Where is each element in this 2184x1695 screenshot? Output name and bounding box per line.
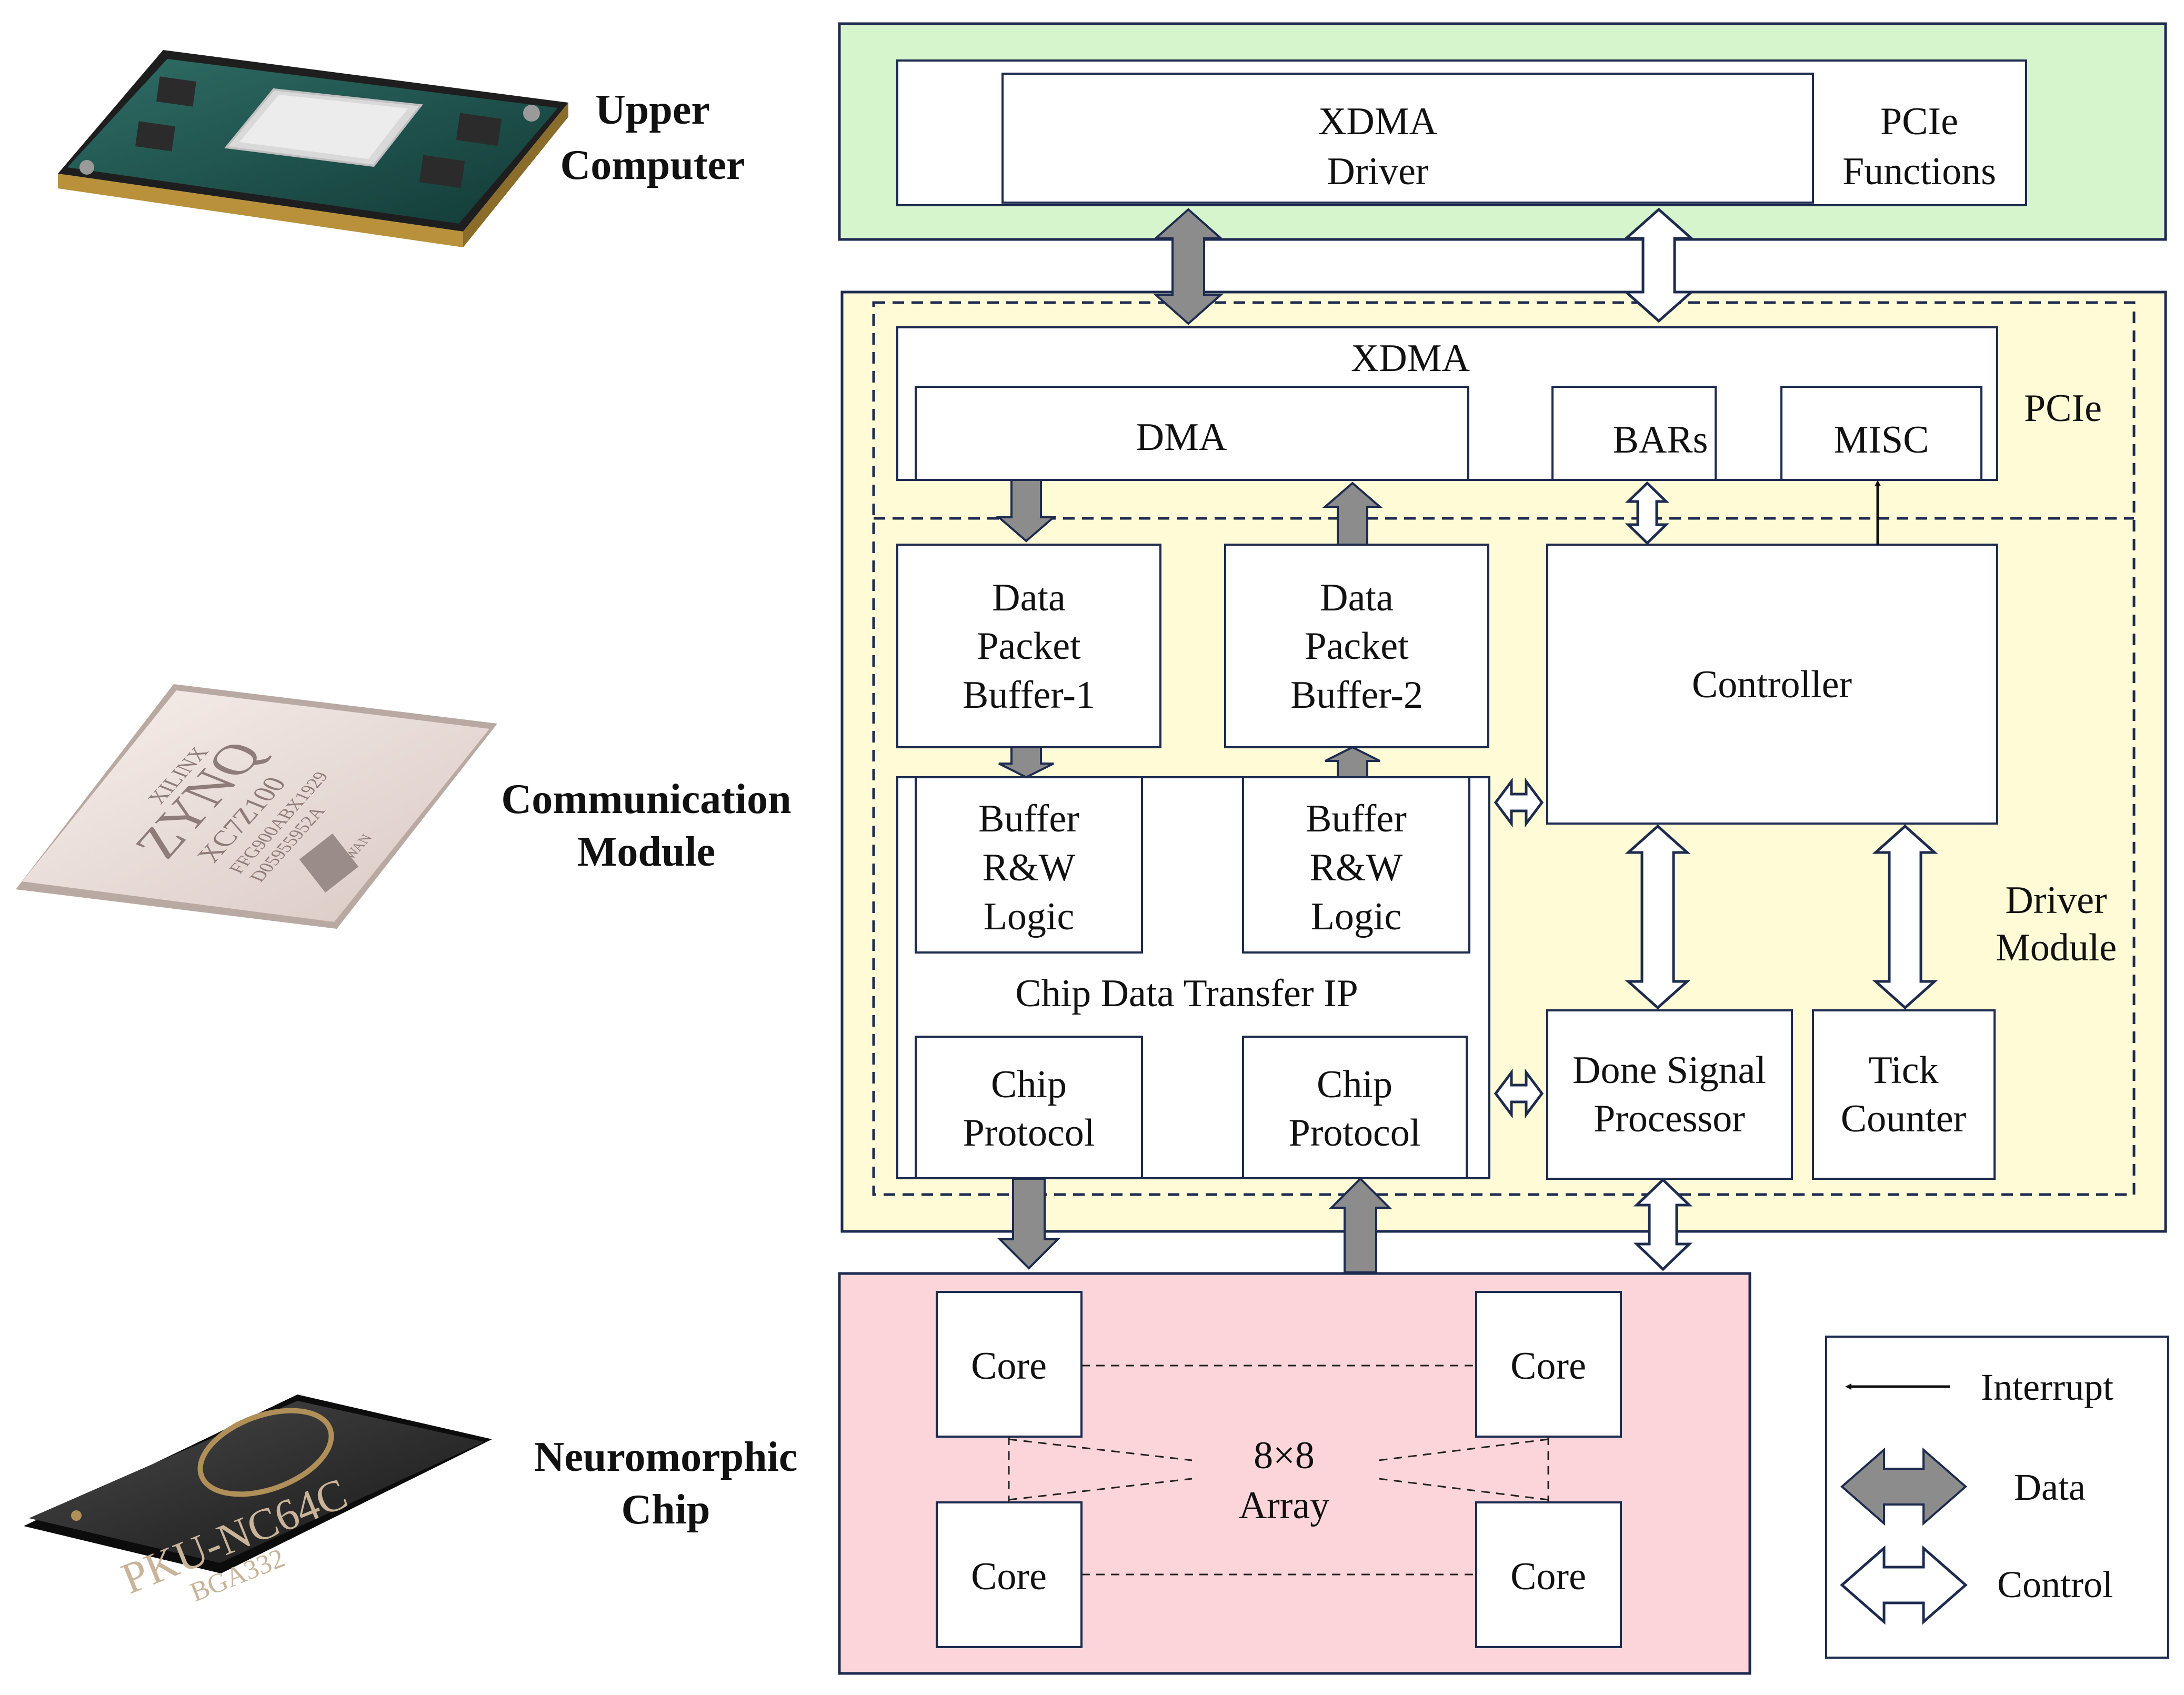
core-array-dashed-links <box>1008 1365 1549 1576</box>
misc-label: MISC <box>1834 418 1929 462</box>
buffer2-to-dma-data-arrow <box>1322 482 1383 546</box>
array-label-line1: 8×8 <box>1254 1434 1315 1477</box>
done-signal-processor-box <box>1546 1009 1793 1180</box>
neuromorphic-chip-pku-image: PKU-NC64C BGA332 <box>24 1395 492 1608</box>
rwlogic-to-buffer2-data-arrow <box>1325 746 1380 778</box>
xdma-driver-label-line2: Driver <box>1327 150 1428 193</box>
rw-logic-right-line2: R&W <box>1310 846 1403 889</box>
rw-logic-right-line3: Logic <box>1311 895 1402 938</box>
driver-module-label-line2: Module <box>1996 926 2117 969</box>
dma-box <box>915 386 1469 481</box>
chip-protocol-left-box <box>915 1036 1143 1179</box>
communication-module-label-line1: Communication <box>501 776 791 823</box>
bars-label: BARs <box>1613 418 1708 462</box>
pcie-functions-label-line2: Functions <box>1842 150 1996 193</box>
core-bottom-right-box <box>1475 1501 1622 1648</box>
core-bottom-left-label: Core <box>971 1555 1047 1598</box>
done-signal-chip-control-arrow <box>1633 1178 1693 1271</box>
upper-computer-label-line2: Computer <box>560 142 745 188</box>
bars-controller-control-arrow <box>1625 481 1670 545</box>
core-bottom-right-label: Core <box>1510 1555 1586 1598</box>
core-top-right-box <box>1475 1291 1622 1438</box>
buffer1-label-line3: Buffer-1 <box>963 674 1095 717</box>
upper-computer-label-line1: Upper <box>595 87 710 133</box>
buffer2-label-line1: Data <box>1320 576 1394 619</box>
xdma-driver-box <box>1001 73 1814 204</box>
tick-counter-line2: Counter <box>1841 1097 1966 1140</box>
chip-protocol-right-line2: Protocol <box>1289 1111 1421 1155</box>
rw-logic-left-line3: Logic <box>984 895 1075 938</box>
core-top-left-label: Core <box>971 1345 1047 1388</box>
pcie-functions-control-arrow <box>1622 207 1695 323</box>
rw-logic-right-line1: Buffer <box>1306 797 1407 840</box>
chip-to-protocol-data-arrow <box>1329 1177 1392 1273</box>
legend-interrupt-label: Interrupt <box>1981 1366 2113 1408</box>
done-signal-line1: Done Signal <box>1572 1049 1766 1092</box>
xdma-label: XDMA <box>1351 337 1470 380</box>
chip-protocol-left-line1: Chip <box>991 1063 1067 1106</box>
neuromorphic-chip-label-line1: Neuromorphic <box>534 1434 798 1480</box>
legend-data-label: Data <box>2014 1466 2086 1508</box>
chip-protocol-left-line2: Protocol <box>963 1111 1095 1155</box>
upper-computer-board-image <box>58 50 568 247</box>
buffer1-to-rwlogic-data-arrow <box>998 746 1054 779</box>
communication-module-zynq-image: XILINX ZYNQ XC7Z100 FFG900ABX1929 D05955… <box>16 684 497 929</box>
rw-logic-left-line2: R&W <box>983 846 1076 889</box>
legend-control-arrow <box>1840 1545 1968 1625</box>
outer-dashed-boundary <box>872 301 2136 1196</box>
transfer-ip-done-signal-control-arrow <box>1494 1068 1544 1119</box>
pcie-section-label: PCIe <box>2024 387 2102 430</box>
neuromorphic-chip-label-line2: Chip <box>622 1487 710 1533</box>
xdma-driver-label-line1: XDMA <box>1318 100 1437 143</box>
xdma-driver-data-arrow <box>1153 208 1224 325</box>
legend-data-arrow <box>1840 1447 1968 1526</box>
driver-module-label-line1: Driver <box>2005 879 2107 922</box>
dma-label: DMA <box>1136 416 1227 459</box>
buffer1-label-line2: Packet <box>977 625 1081 668</box>
done-signal-line2: Processor <box>1594 1097 1745 1140</box>
protocol-to-chip-data-arrow <box>997 1178 1060 1270</box>
buffer2-label-line3: Buffer-2 <box>1290 674 1423 717</box>
rw-logic-left-line1: Buffer <box>978 797 1079 840</box>
controller-tick-counter-control-arrow <box>1872 824 1938 1010</box>
buffer-rw-logic-right-box <box>1242 776 1470 954</box>
pcie-functions-label-line1: PCIe <box>1880 100 1958 143</box>
buffer2-label-line2: Packet <box>1305 625 1409 668</box>
core-bottom-left-box <box>936 1501 1083 1648</box>
array-label-line2: Array <box>1239 1484 1330 1527</box>
tick-counter-line1: Tick <box>1868 1049 1938 1092</box>
tick-counter-box <box>1812 1009 1996 1180</box>
buffer1-label-line1: Data <box>992 576 1066 619</box>
chip-protocol-right-line1: Chip <box>1317 1063 1392 1106</box>
buffer-rw-logic-left-box <box>915 776 1143 954</box>
chip-data-transfer-ip-label: Chip Data Transfer IP <box>1015 972 1358 1015</box>
arrow-layer <box>996 207 1968 1625</box>
data-packet-buffer-1-box <box>896 544 1161 748</box>
dma-to-buffer1-data-arrow <box>996 479 1057 543</box>
data-packet-buffer-2-box <box>1224 544 1489 748</box>
controller-box <box>1546 544 1998 825</box>
chip-protocol-right-box <box>1242 1036 1468 1179</box>
core-top-right-label: Core <box>1510 1345 1586 1388</box>
controller-label: Controller <box>1692 663 1852 706</box>
bars-box <box>1551 386 1717 481</box>
core-top-left-box <box>936 1291 1083 1438</box>
legend-control-label: Control <box>1997 1563 2113 1606</box>
transfer-ip-controller-control-arrow <box>1494 777 1544 828</box>
misc-box <box>1780 386 1982 481</box>
controller-done-signal-control-arrow <box>1625 824 1691 1010</box>
communication-module-label-line2: Module <box>577 829 715 875</box>
